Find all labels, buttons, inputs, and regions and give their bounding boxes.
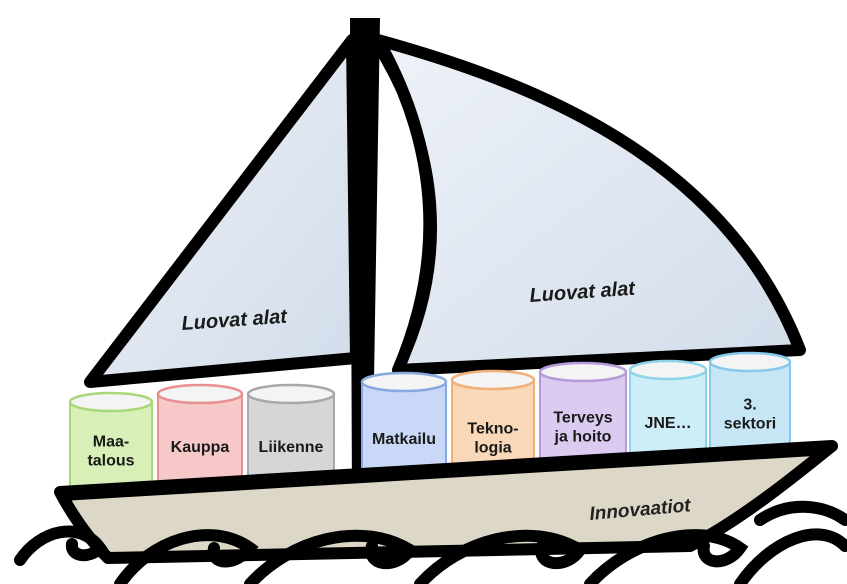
right-sail — [372, 34, 806, 376]
wave-7 — [754, 500, 847, 526]
barrel-label-line: Terveys — [553, 410, 612, 427]
barrel-top — [628, 359, 708, 381]
barrel-label-line: Maa- — [93, 434, 129, 451]
barrel-label-line: Liikenne — [259, 439, 324, 456]
waves — [14, 500, 847, 584]
barrel-top — [450, 369, 536, 391]
barrel-label-line: ja hoito — [554, 429, 612, 446]
deck-line — [61, 441, 831, 501]
wave-4 — [414, 529, 589, 584]
wave-1 — [14, 525, 108, 566]
right-sail-curve — [375, 47, 437, 369]
barrel-label-line: sektori — [724, 416, 776, 433]
barrel-label-line: logia — [474, 440, 511, 457]
wave-5 — [584, 529, 749, 584]
barrel-top — [68, 391, 154, 413]
barrel-8: 3. sektori — [708, 351, 792, 466]
wave-3 — [244, 529, 419, 584]
barrel-label-line: 3. — [743, 397, 756, 414]
barrel-top — [246, 383, 336, 405]
barrel-top — [156, 383, 244, 405]
barrel-label-line: JNE… — [644, 415, 691, 432]
barrel-label-line: Tekno- — [467, 421, 518, 438]
barrel-label-line: Matkailu — [372, 431, 436, 448]
barrel-label-line: Kauppa — [171, 439, 230, 456]
barrel-label-line: talous — [87, 453, 134, 470]
barrel-top — [708, 351, 792, 373]
barrel-top — [360, 371, 448, 393]
barrel-top — [538, 361, 628, 383]
wave-6 — [734, 528, 847, 584]
wave-2 — [114, 529, 259, 584]
